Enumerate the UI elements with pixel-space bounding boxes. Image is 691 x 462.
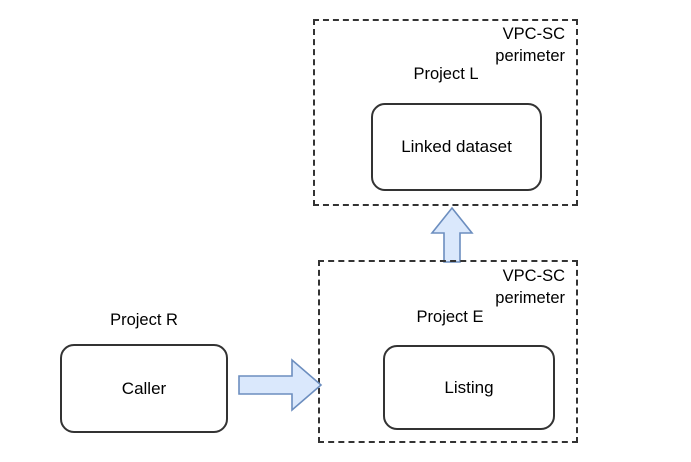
node-linked-dataset[interactable]: Linked dataset	[371, 103, 542, 191]
node-listing-label: Listing	[444, 377, 494, 397]
vpc-sc-perimeter-label-bottom: VPC-SC perimeter	[378, 265, 565, 309]
node-caller-label: Caller	[121, 378, 167, 398]
vpc-sc-badge-line1-bottom: VPC-SC	[502, 267, 565, 285]
arrow-caller-to-listing	[238, 358, 323, 412]
arrow-listing-to-linked-dataset	[430, 206, 474, 263]
vpc-sc-badge-line2-bottom: perimeter	[495, 289, 565, 307]
arrow-up-shape	[430, 206, 474, 263]
project-label-r: Project R	[110, 311, 178, 329]
project-label-l: Project L	[413, 65, 479, 83]
vpc-sc-perimeter-project-e	[318, 260, 578, 443]
node-linked-dataset-label: Linked dataset	[401, 137, 512, 156]
project-label-e: Project E	[416, 308, 484, 326]
node-caller[interactable]: Caller	[60, 344, 228, 433]
arrow-right-shape	[238, 358, 323, 412]
vpc-sc-badge-line1-top: VPC-SC	[502, 25, 565, 43]
vpc-sc-perimeter-label-top: VPC-SC perimeter	[378, 23, 565, 67]
node-listing[interactable]: Listing	[383, 345, 555, 430]
vpc-sc-badge-line2-top: perimeter	[495, 47, 565, 65]
vpc-sc-perimeter-project-l	[313, 19, 578, 206]
